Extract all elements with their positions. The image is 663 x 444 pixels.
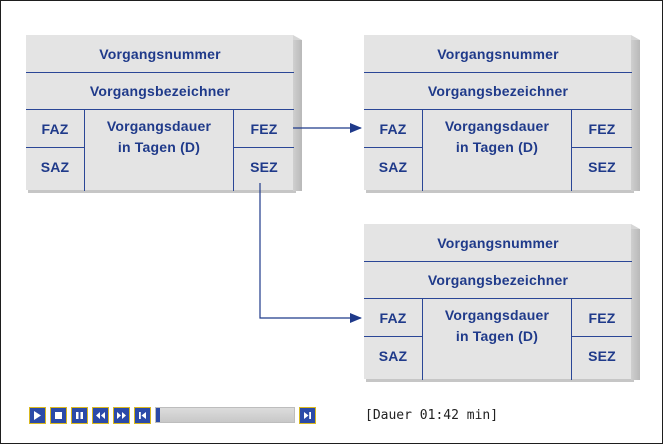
node-side-face (293, 35, 302, 191)
node-number: Vorgangsnummer (437, 45, 559, 62)
divider (364, 147, 422, 148)
progress-fill (156, 408, 161, 422)
duration-line-2: in Tagen (D) (455, 139, 539, 155)
divider (364, 261, 632, 262)
activity-node-1: Vorgangsnummer Vorgangsbezeichner FAZ SA… (25, 34, 302, 191)
divider (571, 109, 572, 191)
divider (571, 298, 572, 380)
saz-label: SAZ (40, 158, 70, 175)
fast-forward-icon (117, 411, 126, 419)
pause-icon (76, 411, 83, 419)
divider (364, 336, 422, 337)
duration-line-1: Vorgangsdauer (444, 118, 550, 134)
rewind-button[interactable] (92, 406, 109, 424)
sez-label: SEZ (588, 347, 616, 364)
duration-line-2: in Tagen (D) (117, 139, 201, 155)
node-name: Vorgangsbezeichner (427, 83, 569, 99)
stop-icon (55, 411, 62, 419)
step-forward-icon (304, 411, 311, 419)
duration-label: Vorgangsdauer in Tagen (D) (85, 113, 233, 161)
faz-label: FAZ (379, 309, 407, 326)
step-forward-button[interactable] (299, 406, 316, 424)
node-name: Vorgangsbezeichner (89, 83, 231, 99)
media-player-controls (29, 405, 320, 425)
play-icon (34, 410, 41, 420)
divider (26, 147, 84, 148)
saz-label: SAZ (378, 158, 408, 175)
node-number: Vorgangsnummer (437, 234, 559, 251)
activity-node-3: Vorgangsnummer Vorgangsbezeichner FAZ SA… (363, 223, 640, 380)
pause-button[interactable] (71, 406, 88, 424)
duration-label: Vorgangsdauer in Tagen (D) (423, 113, 571, 161)
divider (422, 298, 423, 380)
node-side-face (631, 35, 640, 191)
fez-label: FEZ (250, 120, 278, 137)
duration-line-1: Vorgangsdauer (444, 307, 550, 323)
connector-sez-to-faz (259, 183, 362, 323)
fez-label: FEZ (588, 309, 616, 326)
sez-label: SEZ (250, 158, 278, 175)
duration-line-1: Vorgangsdauer (106, 118, 212, 134)
divider (26, 109, 294, 110)
divider (364, 109, 632, 110)
divider (571, 336, 632, 337)
activity-node-2: Vorgangsnummer Vorgangsbezeichner FAZ SA… (363, 34, 640, 191)
stop-button[interactable] (50, 406, 67, 424)
faz-label: FAZ (41, 120, 69, 137)
step-back-button[interactable] (134, 406, 151, 424)
fez-label: FEZ (588, 120, 616, 137)
divider (364, 298, 632, 299)
divider (84, 109, 85, 191)
rewind-icon (96, 411, 105, 419)
duration-text: [Dauer 01:42 min] (365, 408, 499, 423)
divider (422, 109, 423, 191)
play-button[interactable] (29, 406, 46, 424)
step-back-icon (139, 411, 146, 419)
node-name: Vorgangsbezeichner (427, 272, 569, 288)
divider (233, 147, 294, 148)
duration-label: Vorgangsdauer in Tagen (D) (423, 302, 571, 350)
faz-label: FAZ (379, 120, 407, 137)
node-number: Vorgangsnummer (99, 45, 221, 62)
divider (233, 109, 234, 191)
divider (364, 72, 632, 73)
divider (26, 72, 294, 73)
duration-line-2: in Tagen (D) (455, 328, 539, 344)
divider (571, 147, 632, 148)
node-side-face (631, 224, 640, 380)
saz-label: SAZ (378, 347, 408, 364)
progress-track[interactable] (155, 407, 295, 423)
sez-label: SEZ (588, 158, 616, 175)
fast-forward-button[interactable] (113, 406, 130, 424)
